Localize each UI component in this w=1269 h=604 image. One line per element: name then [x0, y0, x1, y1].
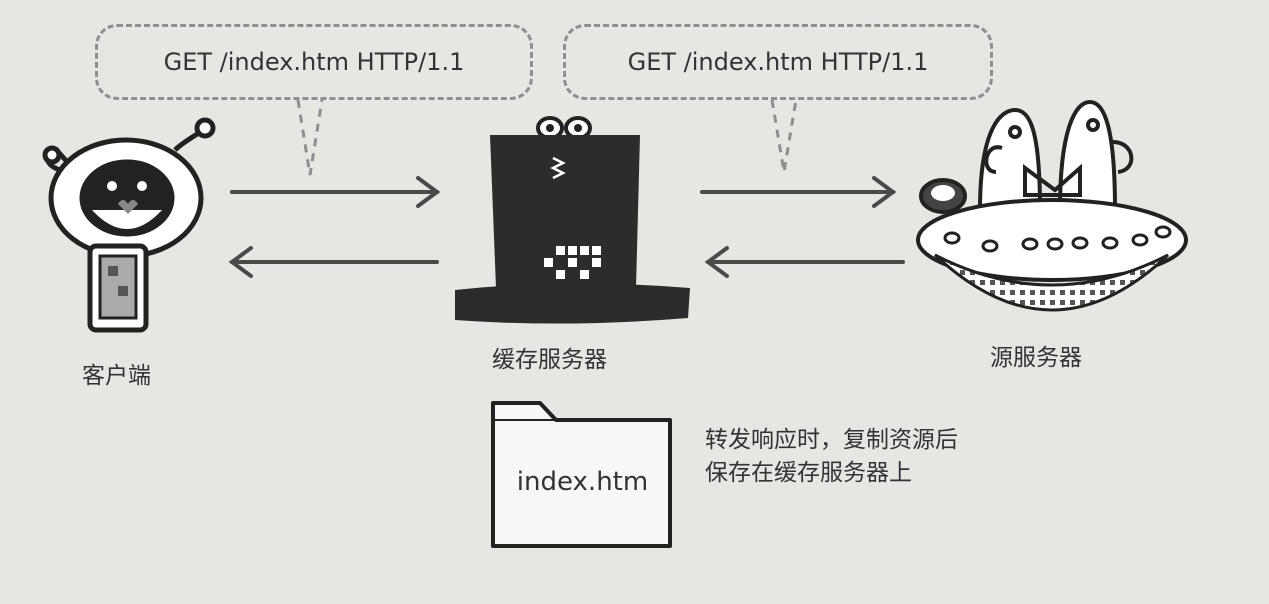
cached-file-name: index.htm [516, 467, 649, 497]
arrow-cache-to-client [228, 246, 439, 278]
bubble-tail-left [296, 99, 324, 176]
cache-note-line-1: 转发响应时，复制资源后 [705, 427, 958, 453]
origin-server-icon [916, 99, 1188, 312]
arrow-origin-to-cache [704, 246, 905, 278]
cache-note-line-2: 保存在缓存服务器上 [705, 460, 912, 486]
bubble-tail-right [770, 99, 798, 173]
request-bubble-client: GET /index.htm HTTP/1.1 [95, 24, 533, 100]
arrow-client-to-cache [230, 176, 441, 208]
arrow-cache-to-origin [700, 176, 897, 208]
request-bubble-cache: GET /index.htm HTTP/1.1 [563, 24, 993, 100]
cache-server-label: 缓存服务器 [492, 347, 607, 373]
cached-file-icon [491, 401, 672, 548]
origin-server-label: 源服务器 [990, 345, 1082, 371]
request-text-client: GET /index.htm HTTP/1.1 [163, 48, 465, 76]
client-label: 客户端 [82, 363, 151, 389]
cache-note: 转发响应时，复制资源后 保存在缓存服务器上 [705, 424, 958, 490]
cache-server-icon [455, 116, 690, 324]
client-robot-icon [42, 117, 216, 333]
request-text-cache: GET /index.htm HTTP/1.1 [627, 48, 929, 76]
